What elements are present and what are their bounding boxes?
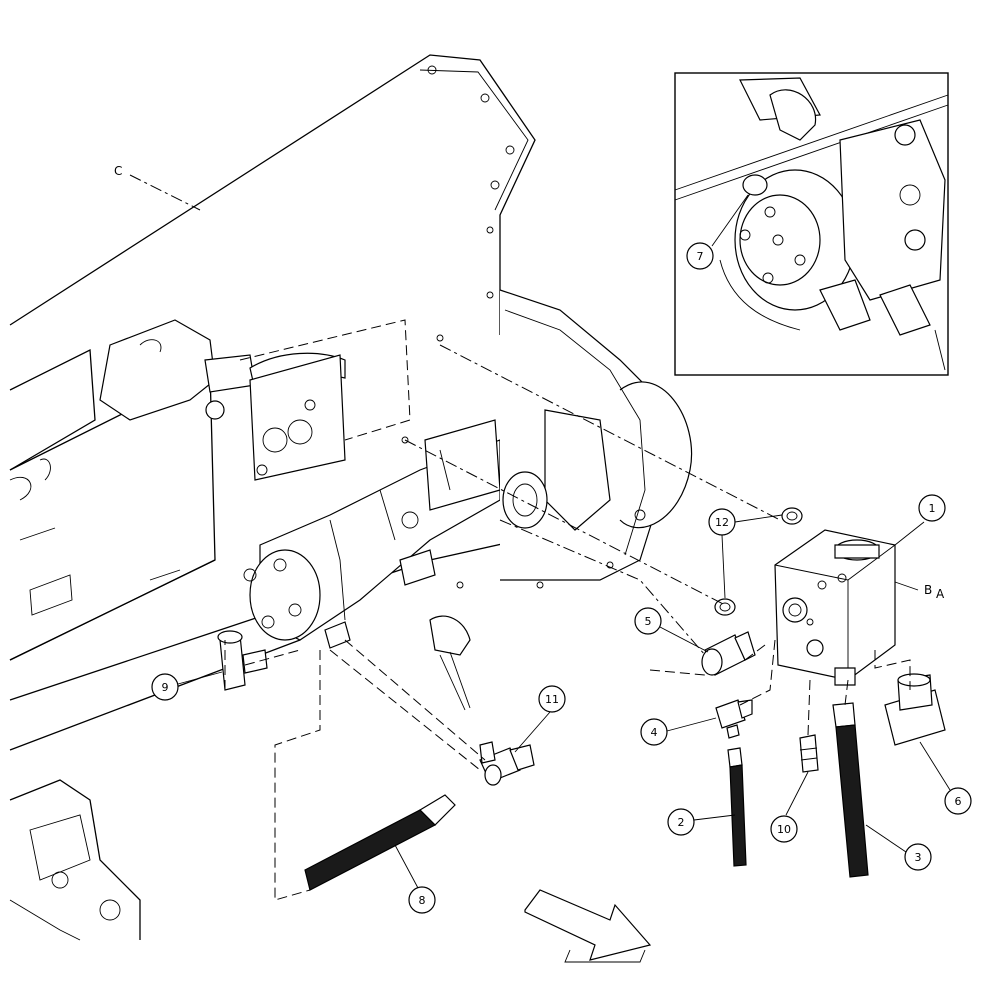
bell-housing (456, 289, 692, 589)
tee-fitting (217, 630, 268, 691)
callout-5: 5 (634, 607, 709, 653)
svg-text:8: 8 (419, 894, 426, 907)
svg-text:6: 6 (955, 795, 962, 808)
straight-fitting (799, 734, 819, 773)
hydraulic-pump (243, 419, 501, 711)
svg-text:4: 4 (651, 726, 658, 739)
svg-text:10: 10 (777, 823, 791, 836)
callout-6: 6 (919, 741, 972, 815)
callout-12: 12 (708, 508, 783, 599)
tee-fitting-11 (479, 741, 535, 786)
phantom-lines (129, 174, 911, 901)
callout-1: 1 (894, 494, 946, 546)
callout-9: 9 (151, 671, 223, 701)
callout-2: 2 (667, 808, 736, 836)
callout-8: 8 (394, 844, 436, 914)
svg-text:3: 3 (915, 851, 922, 864)
large-hose (832, 702, 869, 878)
plug-fittings (714, 507, 803, 616)
svg-text:1: 1 (929, 502, 936, 515)
elbow-fitting (715, 699, 753, 739)
callout-3: 3 (865, 824, 932, 871)
lower-bracket (9, 779, 141, 941)
svg-text:5: 5 (645, 615, 652, 628)
svg-text:12: 12 (715, 516, 729, 529)
svg-text:2: 2 (678, 816, 685, 829)
callout-10: 10 (770, 771, 809, 843)
detail-inset (674, 72, 949, 376)
callout-4: 4 (640, 717, 717, 746)
svg-text:9: 9 (162, 681, 169, 694)
direction-arrow (524, 889, 652, 961)
label-b: B (924, 583, 932, 597)
label-a: A (936, 587, 945, 601)
large-elbow-fitting (884, 673, 946, 746)
svg-text:7: 7 (697, 250, 704, 263)
callout-11: 11 (514, 685, 566, 753)
manifold-block (774, 529, 896, 686)
callout-7: 7 (686, 194, 749, 270)
svg-text:11: 11 (545, 693, 559, 706)
label-c: C (114, 164, 122, 178)
mounting-plate (239, 319, 411, 481)
adapter-fitting (701, 631, 756, 676)
small-hose (727, 747, 747, 867)
long-hose (304, 794, 456, 891)
